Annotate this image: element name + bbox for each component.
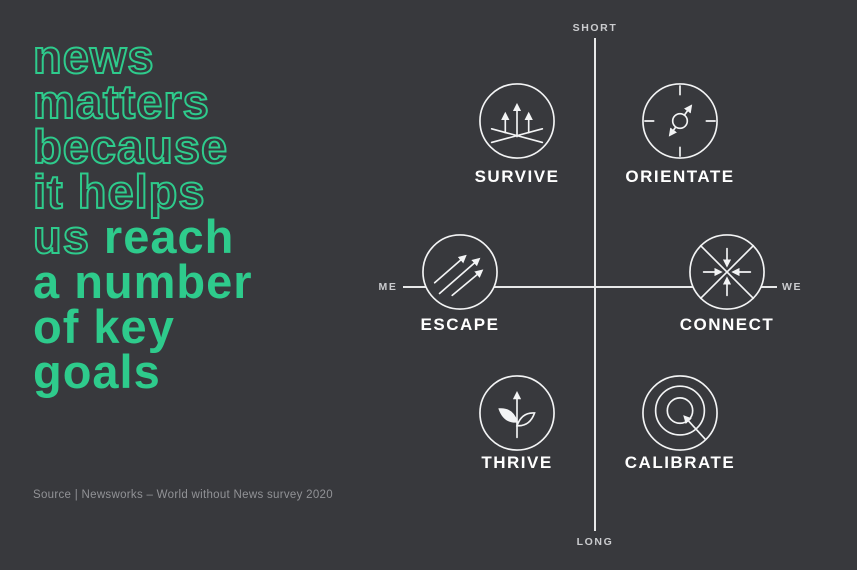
source-attribution: Source | Newsworks – World without News …: [33, 489, 333, 501]
headline-line: us reach: [32, 212, 253, 261]
axis-label-me: ME: [378, 281, 398, 293]
headline: news matters because it helps us reach a…: [32, 30, 253, 398]
quadrant-survive-label: SURVIVE: [474, 167, 560, 186]
target-arrow-icon: [642, 375, 718, 451]
headline-line: of key: [33, 300, 175, 353]
axis-label-long: LONG: [576, 536, 614, 548]
survive-growth-arrows-icon: [479, 83, 555, 159]
vertical-axis-line: [594, 38, 596, 531]
quadrant-connect-label: CONNECT: [679, 315, 775, 334]
headline-line: because: [32, 120, 229, 173]
horizontal-axis-line: [403, 286, 777, 288]
converging-arrows-icon: [689, 234, 765, 310]
quadrant-orientate-label: ORIENTATE: [625, 167, 735, 186]
headline-word-solid: reach: [103, 210, 235, 263]
quadrant-thrive: [478, 374, 556, 452]
axis-label-short: SHORT: [572, 22, 618, 34]
headline-line: a number: [33, 255, 253, 308]
quadrant-connect: [688, 233, 766, 311]
sprout-arrow-icon: [479, 375, 555, 451]
quadrant-thrive-label: THRIVE: [481, 453, 553, 472]
headline-line: goals: [33, 345, 161, 398]
compass-icon: [642, 83, 718, 159]
quadrant-escape-label: ESCAPE: [420, 315, 500, 334]
quadrant-survive: [478, 82, 556, 160]
quadrant-calibrate: [641, 374, 719, 452]
headline-line: it helps: [32, 165, 206, 218]
axis-label-we: WE: [781, 281, 803, 293]
quadrant-orientate: [641, 82, 719, 160]
quadrant-calibrate-label: CALIBRATE: [624, 453, 736, 472]
headline-line: matters: [32, 75, 210, 128]
quadrant-escape: [421, 233, 499, 311]
headline-line: news: [32, 30, 155, 83]
escape-diagonal-arrows-icon: [422, 234, 498, 310]
headline-word-outline: us: [32, 210, 104, 263]
